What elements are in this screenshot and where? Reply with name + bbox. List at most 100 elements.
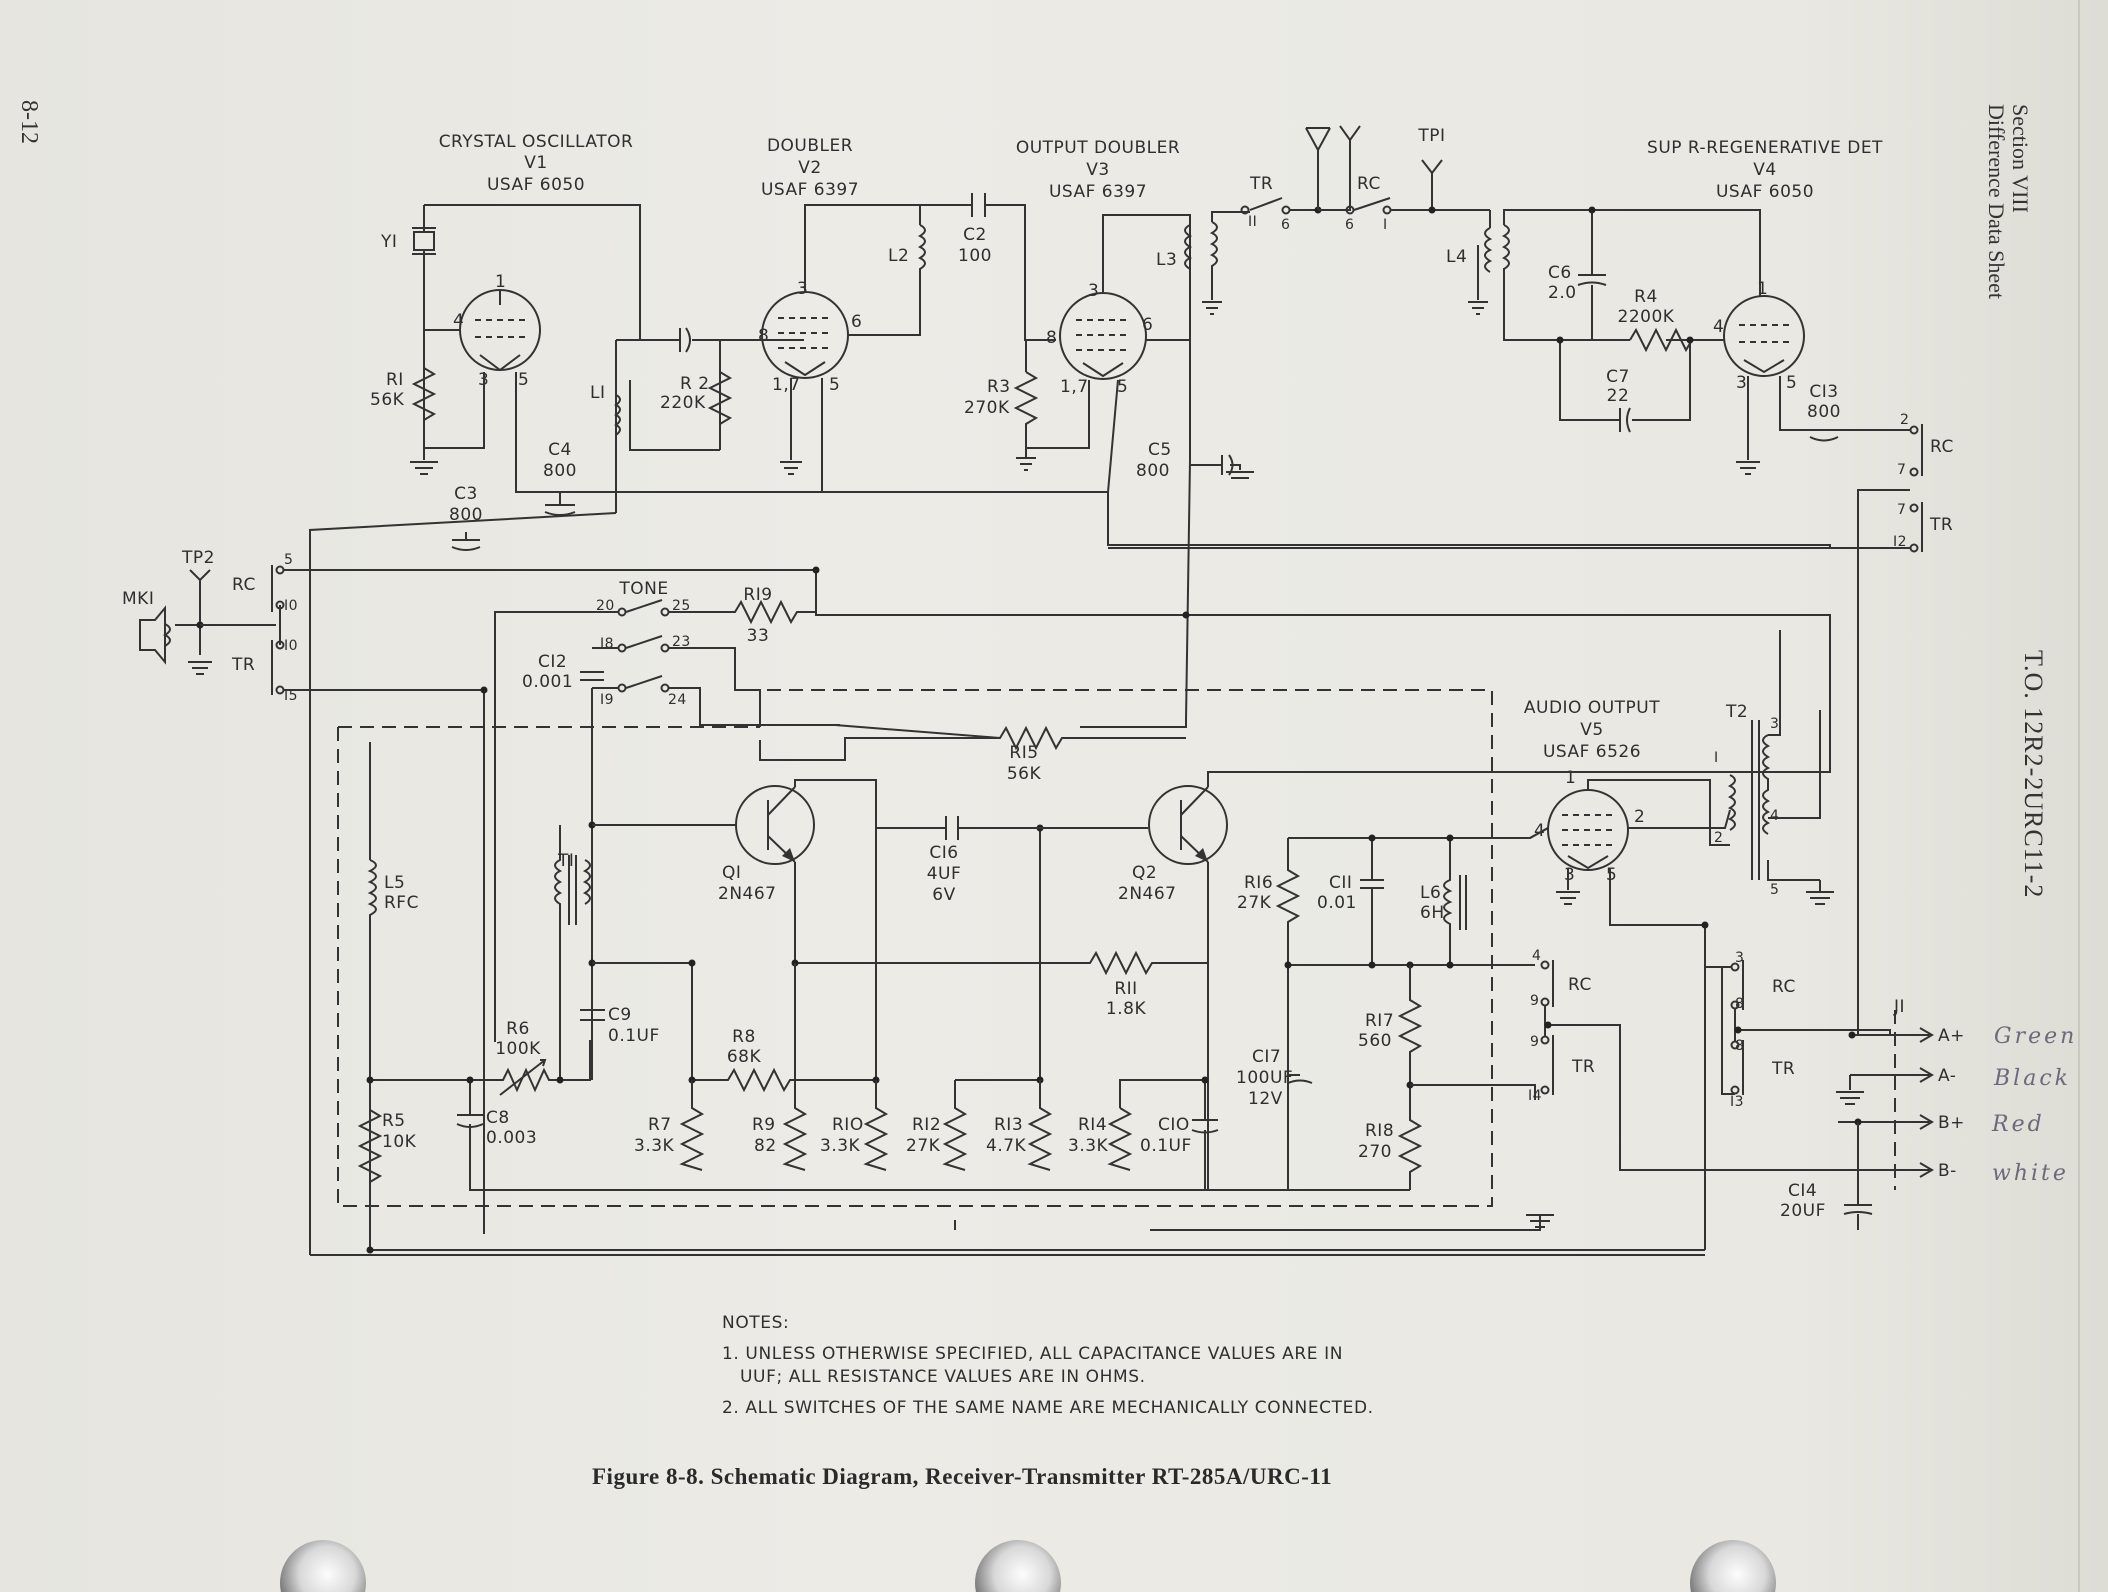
svg-text:6V: 6V <box>932 885 955 905</box>
svg-text:R5: R5 <box>382 1111 406 1131</box>
svg-text:USAF 6397: USAF 6397 <box>761 180 859 200</box>
svg-text:V4: V4 <box>1753 160 1776 180</box>
svg-text:5: 5 <box>1606 865 1617 885</box>
svg-text:USAF 6397: USAF 6397 <box>1049 182 1147 202</box>
svg-text:RFC: RFC <box>384 893 419 913</box>
svg-text:RC: RC <box>1357 174 1381 194</box>
svg-text:0.01: 0.01 <box>1317 893 1357 913</box>
svg-text:4: 4 <box>1532 948 1541 964</box>
svg-text:8: 8 <box>1735 996 1744 1012</box>
svg-text:CIO: CIO <box>1158 1115 1190 1135</box>
svg-text:Black: Black <box>1993 1066 2071 1091</box>
svg-text:RC: RC <box>1930 437 1954 457</box>
svg-text:white: white <box>1992 1161 2069 1186</box>
svg-text:R9: R9 <box>752 1115 776 1135</box>
svg-text:5: 5 <box>1117 377 1128 397</box>
svg-text:24: 24 <box>668 692 687 708</box>
section-title: Section VIII <box>2008 104 2033 213</box>
svg-text:A-: A- <box>1938 1066 1956 1086</box>
svg-text:USAF 6050: USAF 6050 <box>1716 182 1814 202</box>
svg-text:LI: LI <box>590 383 606 403</box>
svg-text:L3: L3 <box>1156 250 1177 270</box>
svg-text:C2: C2 <box>963 225 987 245</box>
svg-text:3: 3 <box>1564 865 1575 885</box>
note-2: 2. ALL SWITCHES OF THE SAME NAME ARE MEC… <box>722 1398 1374 1418</box>
svg-text:TR: TR <box>1929 515 1953 535</box>
svg-text:USAF 6526: USAF 6526 <box>1543 742 1641 762</box>
svg-text:2: 2 <box>1634 807 1645 827</box>
svg-text:5: 5 <box>829 375 840 395</box>
svg-text:27K: 27K <box>1237 893 1272 913</box>
svg-text:9: 9 <box>1530 1034 1539 1050</box>
svg-text:TI: TI <box>557 851 574 871</box>
svg-text:4: 4 <box>1534 821 1545 841</box>
svg-text:I4: I4 <box>1528 1088 1542 1104</box>
mic-and-switches <box>139 565 1831 1234</box>
svg-text:20: 20 <box>596 598 615 614</box>
svg-text:C4: C4 <box>548 440 572 460</box>
svg-text:3: 3 <box>1736 373 1747 393</box>
svg-text:82: 82 <box>754 1136 777 1156</box>
svg-text:B+: B+ <box>1938 1113 1965 1133</box>
tech-order-number: T.O. 12R2-2URC11-2 <box>2019 650 2048 899</box>
svg-text:100UF: 100UF <box>1236 1068 1293 1088</box>
svg-text:V2: V2 <box>798 158 821 178</box>
svg-text:L6: L6 <box>1420 883 1441 903</box>
svg-text:0.001: 0.001 <box>522 672 573 692</box>
notes-heading: NOTES: <box>722 1313 790 1333</box>
svg-text:CII: CII <box>1329 873 1352 893</box>
svg-text:RC: RC <box>1568 975 1592 995</box>
svg-text:10K: 10K <box>382 1132 417 1152</box>
svg-text:20UF: 20UF <box>1780 1201 1826 1221</box>
transistor-q2 <box>1148 785 1228 865</box>
svg-text:C3: C3 <box>454 484 478 504</box>
transistor-q1 <box>735 785 815 865</box>
notes-block: NOTES: 1. UNLESS OTHERWISE SPECIFIED, AL… <box>722 1312 1374 1420</box>
svg-text:1: 1 <box>1565 768 1576 788</box>
svg-text:5: 5 <box>1786 373 1797 393</box>
svg-text:270K: 270K <box>964 398 1010 418</box>
svg-text:R 2: R 2 <box>680 374 710 394</box>
svg-text:RI4: RI4 <box>1078 1115 1107 1135</box>
svg-text:3.3K: 3.3K <box>820 1136 861 1156</box>
svg-text:C7: C7 <box>1606 367 1630 387</box>
svg-text:Red: Red <box>1991 1112 2045 1137</box>
svg-text:RC: RC <box>1772 977 1796 997</box>
svg-text:CI6: CI6 <box>929 843 958 863</box>
note-1-line-2: UUF; ALL RESISTANCE VALUES ARE IN OHMS. <box>740 1367 1146 1387</box>
svg-text:56K: 56K <box>1007 764 1042 784</box>
svg-text:TR: TR <box>1571 1057 1595 1077</box>
svg-text:270: 270 <box>1358 1142 1392 1162</box>
svg-text:V1: V1 <box>524 153 547 173</box>
svg-text:C9: C9 <box>608 1005 632 1025</box>
svg-text:TR: TR <box>231 655 255 675</box>
svg-text:CI3: CI3 <box>1809 382 1838 402</box>
note-1-line-1: 1. UNLESS OTHERWISE SPECIFIED, ALL CAPAC… <box>722 1344 1344 1364</box>
tube-v1 <box>459 289 541 372</box>
component-labels: YI RI 56K LI R 2 220K C4 800 C3 800 L2 C… <box>122 126 1905 1221</box>
svg-text:33: 33 <box>747 626 770 646</box>
svg-text:2N467: 2N467 <box>1118 884 1176 904</box>
svg-text:0.003: 0.003 <box>486 1128 537 1148</box>
svg-text:2.0: 2.0 <box>1548 283 1577 303</box>
svg-text:I5: I5 <box>284 688 298 704</box>
svg-text:R8: R8 <box>732 1027 756 1047</box>
svg-text:A+: A+ <box>1938 1026 1965 1046</box>
svg-text:9: 9 <box>1530 993 1539 1009</box>
svg-text:JI: JI <box>1893 997 1905 1017</box>
svg-text:Q2: Q2 <box>1132 863 1157 883</box>
svg-text:SUP R-REGENERATIVE DET: SUP R-REGENERATIVE DET <box>1647 138 1883 158</box>
figure-caption: Figure 8-8. Schematic Diagram, Receiver-… <box>592 1464 1333 1489</box>
svg-text:V5: V5 <box>1580 720 1603 740</box>
svg-text:L5: L5 <box>384 873 405 893</box>
svg-text:YI: YI <box>380 232 397 252</box>
svg-text:RI9: RI9 <box>743 585 772 605</box>
audio-wiring <box>310 566 1934 1256</box>
svg-text:R6: R6 <box>506 1019 530 1039</box>
switch-labels: TR RC RC TR RC TR RC TR RC TR <box>231 174 1954 1079</box>
svg-text:2: 2 <box>1714 830 1723 846</box>
svg-text:6: 6 <box>1345 217 1354 233</box>
svg-text:800: 800 <box>1807 402 1841 422</box>
svg-text:1: 1 <box>495 272 506 292</box>
